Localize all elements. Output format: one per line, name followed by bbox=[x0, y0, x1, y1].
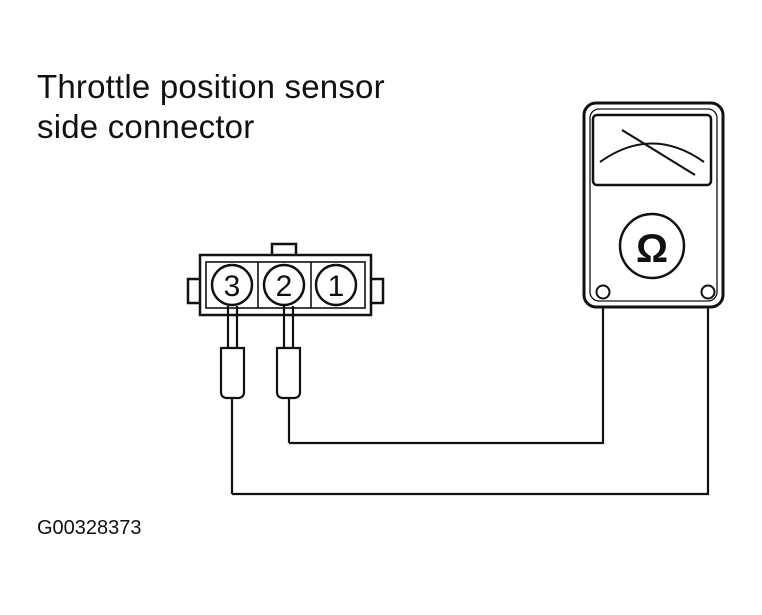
ohm-dial bbox=[618, 212, 686, 280]
meter-terminal-right bbox=[700, 284, 716, 300]
ohm-symbol: Ω bbox=[636, 227, 668, 271]
pin-1-circle bbox=[314, 263, 358, 307]
pin-3-circle bbox=[210, 263, 254, 307]
figure-id: G00328373 bbox=[37, 517, 142, 539]
pin-3: 3 bbox=[210, 263, 254, 307]
test-leads bbox=[232, 299, 710, 496]
probe-body bbox=[219, 346, 246, 400]
ohmmeter: Ω bbox=[582, 101, 725, 309]
pin-1-label: 1 bbox=[328, 270, 345, 303]
meter-needle bbox=[621, 129, 696, 176]
diagram-title-line-1: Throttle position sensor bbox=[37, 68, 385, 105]
pin-2: 2 bbox=[262, 263, 306, 307]
probe-pin-2 bbox=[275, 306, 302, 443]
pin-1: 1 bbox=[314, 263, 358, 307]
pin-2-label: 2 bbox=[276, 270, 293, 303]
probe-body bbox=[275, 346, 302, 400]
connector-housing-inner bbox=[205, 261, 366, 309]
lead-pin-2-to-meter bbox=[289, 299, 605, 445]
probe-pin-3 bbox=[219, 306, 246, 494]
meter-body-inner bbox=[589, 108, 718, 302]
meter-scale-arc bbox=[599, 142, 705, 163]
diagram-title-line-2: side connector bbox=[37, 108, 255, 145]
pin-3-label: 3 bbox=[224, 270, 241, 303]
pin-2-circle bbox=[262, 263, 306, 307]
meter-terminal-left bbox=[595, 284, 611, 300]
lead-pin-3-to-meter bbox=[232, 299, 710, 496]
